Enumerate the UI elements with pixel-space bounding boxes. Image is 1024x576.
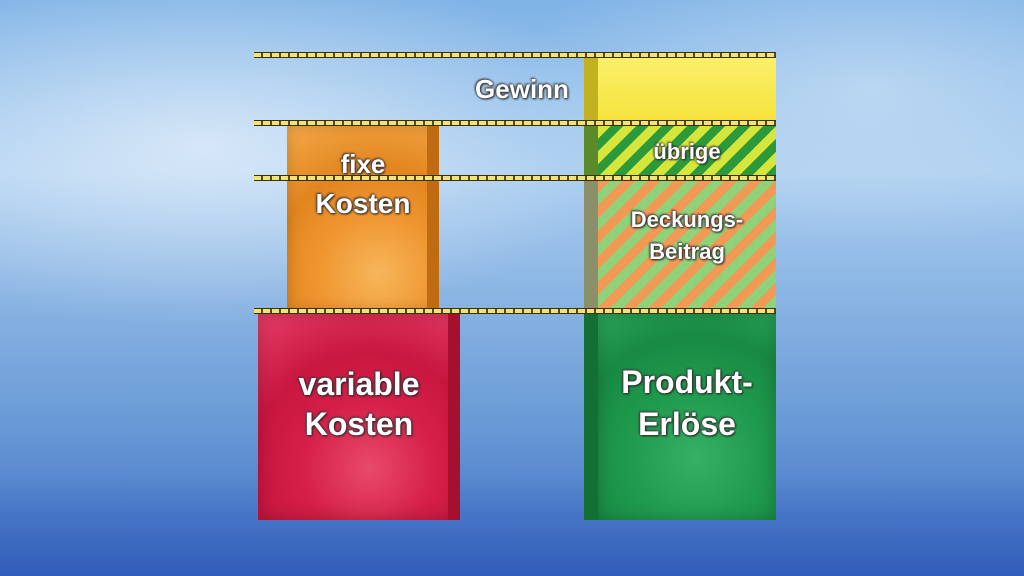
produkt-erloese-block: Produkt- Erlöse [584, 312, 776, 520]
gewinn-face [598, 58, 776, 124]
uebrige-block: übrige [584, 126, 776, 178]
fixe-kosten-label-2: Kosten [315, 188, 411, 219]
gewinn-side [584, 58, 600, 124]
dashed-line-deckung-top [254, 175, 776, 181]
variable-kosten-block: variable Kosten [258, 312, 460, 520]
produkt-erloese-face [598, 312, 776, 520]
variable-kosten-label-1: variable [298, 366, 420, 402]
dashed-line-top [254, 52, 776, 58]
fixe-kosten-face [287, 125, 439, 311]
dashed-line-fixe-top [254, 120, 776, 126]
variable-kosten-label-2: Kosten [304, 406, 414, 442]
gewinn-label: Gewinn [475, 74, 569, 104]
gewinn-block [584, 58, 776, 124]
variable-kosten-face [258, 312, 460, 520]
fixe-kosten-block: fixe Kosten [287, 125, 439, 311]
variable-kosten-side [448, 312, 460, 520]
uebrige-label: übrige [653, 139, 721, 164]
deckungsbeitrag-label-2: Beitrag [649, 239, 725, 264]
produkt-erloese-label-2: Erlöse [638, 406, 736, 442]
uebrige-face [598, 126, 776, 178]
fixe-kosten-label-1: fixe [340, 149, 386, 179]
floor-reflection [0, 470, 1024, 576]
deckungsbeitrag-block: Deckungs- Beitrag [584, 180, 776, 310]
deckungsbeitrag-label-1: Deckungs- [630, 207, 744, 232]
fixe-kosten-side [427, 125, 439, 311]
deckungsbeitrag-face [598, 180, 776, 310]
uebrige-side [584, 126, 600, 178]
produkt-erloese-label-1: Produkt- [621, 364, 753, 400]
deckungsbeitrag-side [584, 180, 600, 310]
produkt-erloese-side [584, 312, 600, 520]
dashed-line-variable-top [254, 308, 776, 314]
